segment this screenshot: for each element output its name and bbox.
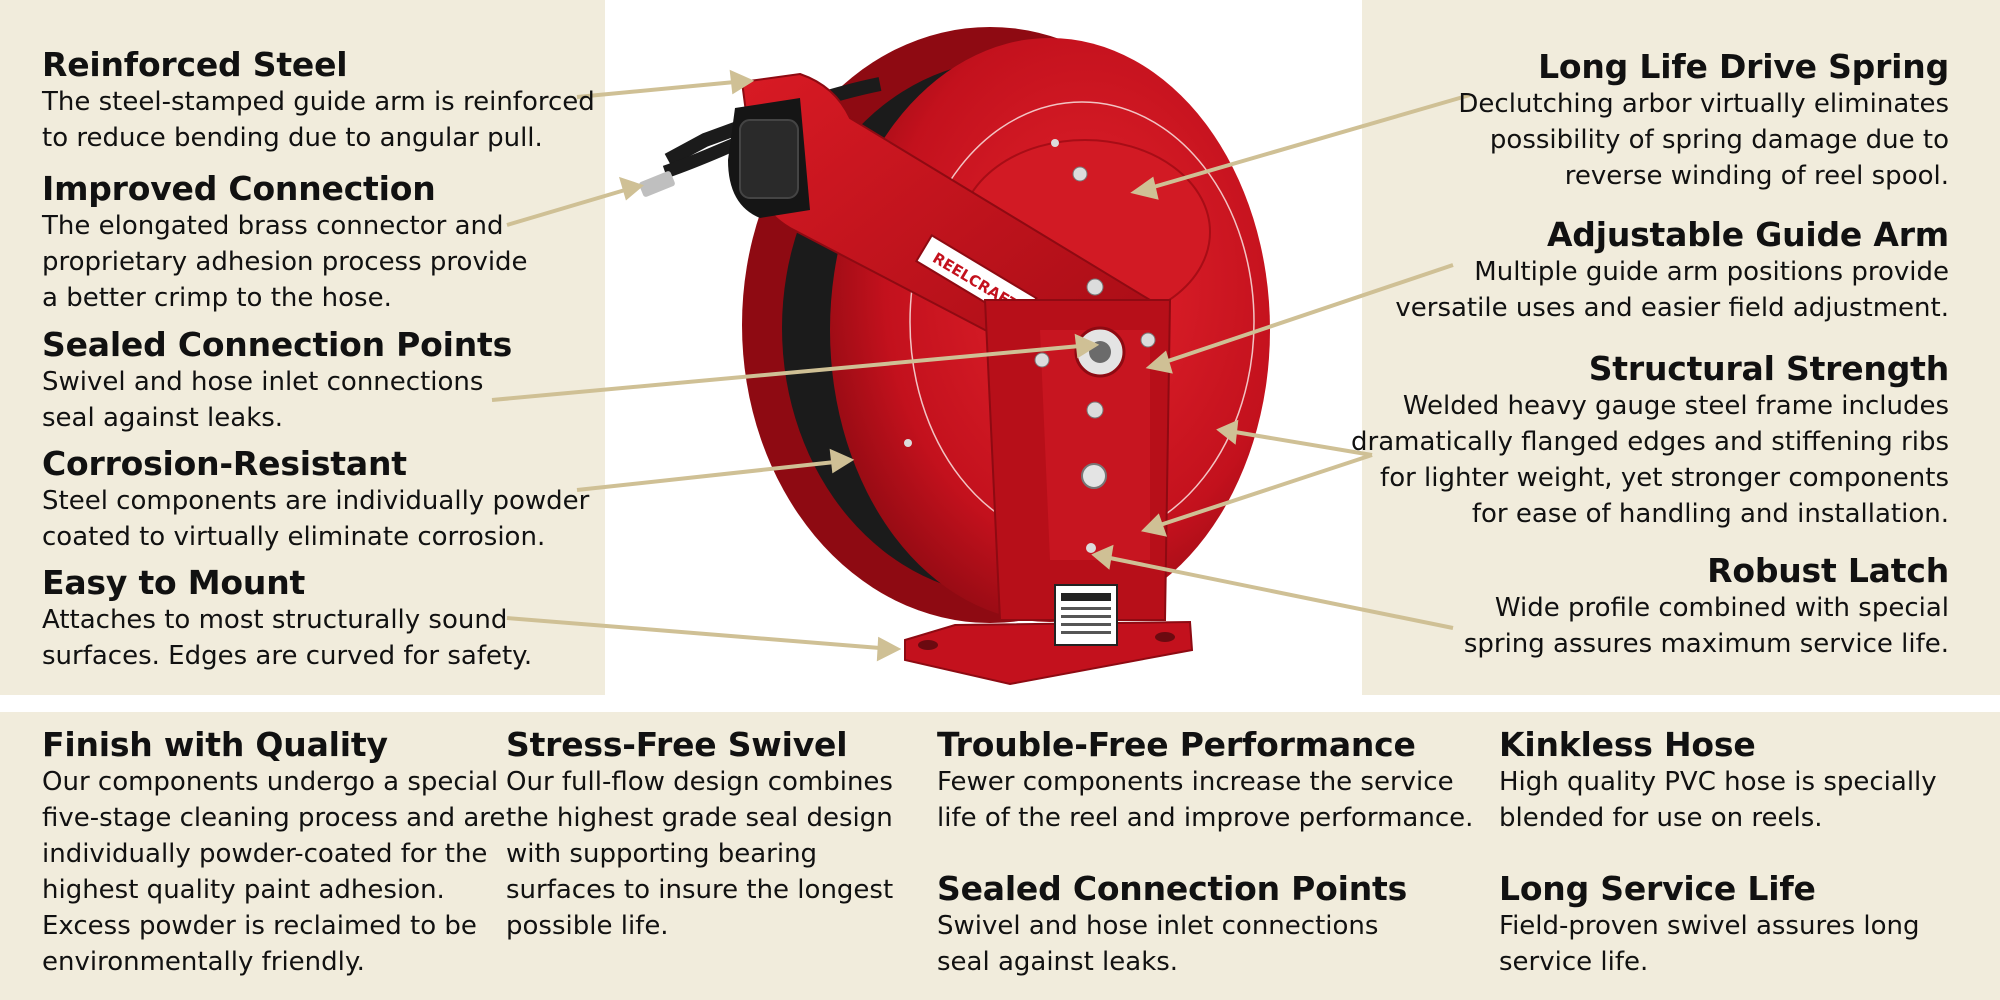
feature-line: highest quality paint adhesion. — [42, 875, 445, 905]
feature-line: Field-proven swivel assures long — [1499, 911, 1920, 941]
callout-structural-strength-b — [1159, 453, 1373, 527]
feature-line: possible life. — [506, 911, 669, 941]
feature-kinkless-hose: Kinkless Hose High quality PVC hose is s… — [1499, 726, 1937, 836]
feature-line: environmentally friendly. — [42, 947, 365, 977]
feature-line: Steel components are individually powder — [42, 486, 590, 516]
feature-line: The steel-stamped guide arm is reinforce… — [42, 87, 595, 117]
feature-line: Our components undergo a special — [42, 767, 499, 797]
feature-line: Swivel and hose inlet connections — [937, 911, 1379, 941]
feature-line: Attaches to most structurally sound — [42, 605, 508, 635]
feature-line: reverse winding of reel spool. — [1564, 161, 1949, 191]
feature-line: individually powder-coated for the — [42, 839, 488, 869]
feature-line: a better crimp to the hose. — [42, 283, 392, 313]
feature-line: spring assures maximum service life. — [1463, 629, 1949, 659]
mounting-base — [904, 620, 1194, 686]
feature-line: for ease of handling and installation. — [1471, 499, 1949, 529]
feature-line: surfaces. Edges are curved for safety. — [42, 641, 533, 671]
feature-title: Stress-Free Swivel — [506, 725, 848, 764]
right-feature-panel — [1362, 0, 2000, 695]
feature-title: Trouble-Free Performance — [937, 725, 1416, 764]
feature-line: versatile uses and easier field adjustme… — [1395, 293, 1949, 323]
feature-long-life-drive-spring: Long Life Drive Spring Declutching arbor… — [1458, 48, 1949, 194]
feature-line: Excess powder is reclaimed to be — [42, 911, 477, 941]
feature-line: life of the reel and improve performance… — [937, 803, 1474, 833]
callout-sealed-connection — [491, 344, 1081, 402]
callout-robust-latch — [1109, 556, 1454, 630]
feature-sealed-connection-points-bottom: Sealed Connection Points Swivel and hose… — [937, 870, 1407, 980]
brass-connector — [639, 171, 675, 197]
feature-line: The elongated brass connector and — [42, 211, 504, 241]
latch-bolt — [1081, 463, 1107, 489]
feature-title: Sealed Connection Points — [42, 325, 513, 364]
feature-structural-strength: Structural Strength Welded heavy gauge s… — [1351, 350, 1949, 532]
feature-title: Reinforced Steel — [42, 45, 348, 84]
feature-line: coated to virtually eliminate corrosion. — [42, 522, 546, 552]
feature-title: Improved Connection — [42, 169, 436, 208]
callout-corrosion-resistant — [576, 460, 836, 492]
feature-title: Long Service Life — [1499, 869, 1816, 908]
feature-line: to reduce bending due to angular pull. — [42, 123, 543, 153]
feature-line: Swivel and hose inlet connections — [42, 367, 484, 397]
feature-title: Structural Strength — [1588, 349, 1949, 388]
feature-line: Multiple guide arm positions provide — [1474, 257, 1949, 287]
feature-line: the highest grade seal design — [506, 803, 893, 833]
feature-title: Robust Latch — [1707, 551, 1949, 590]
feature-line: seal against leaks. — [937, 947, 1179, 977]
feature-line: blended for use on reels. — [1499, 803, 1823, 833]
left-feature-panel — [0, 0, 605, 695]
feature-line: service life. — [1499, 947, 1649, 977]
feature-line: seal against leaks. — [42, 403, 284, 433]
feature-title: Adjustable Guide Arm — [1546, 215, 1949, 254]
feature-title: Corrosion-Resistant — [42, 444, 407, 483]
feature-line: for lighter weight, yet stronger compone… — [1380, 463, 1949, 493]
feature-title: Kinkless Hose — [1499, 725, 1756, 764]
feature-adjustable-guide-arm: Adjustable Guide Arm Multiple guide arm … — [1395, 216, 1949, 326]
feature-line: possibility of spring damage due to — [1489, 125, 1949, 155]
feature-line: proprietary adhesion process provide — [42, 247, 528, 277]
callout-easy-to-mount — [506, 616, 881, 650]
feature-line: with supporting bearing — [506, 839, 818, 869]
feature-long-service-life: Long Service Life Field-proven swivel as… — [1499, 870, 1920, 980]
feature-robust-latch: Robust Latch Wide profile combined with … — [1464, 552, 1949, 662]
callout-reinforced-steel — [576, 80, 736, 99]
feature-line: Our full-flow design combines — [506, 767, 893, 797]
feature-line: Declutching arbor virtually eliminates — [1458, 89, 1949, 119]
feature-finish-with-quality: Finish with Quality Our components under… — [42, 726, 505, 980]
feature-line: five-stage cleaning process and are — [42, 803, 506, 833]
feature-corrosion-resistant: Corrosion-Resistant Steel components are… — [42, 445, 589, 555]
feature-title: Long Life Drive Spring — [1538, 47, 1949, 86]
callout-drive-spring — [1149, 93, 1471, 190]
feature-line: Wide profile combined with special — [1494, 593, 1949, 623]
feature-line: dramatically flanged edges and stiffenin… — [1351, 427, 1949, 457]
callout-guide-arm — [1164, 263, 1454, 364]
feature-trouble-free-performance: Trouble-Free Performance Fewer component… — [937, 726, 1473, 836]
feature-line: surfaces to insure the longest — [506, 875, 894, 905]
feature-line: Fewer components increase the service — [937, 767, 1454, 797]
feature-stress-free-swivel: Stress-Free Swivel Our full-flow design … — [506, 726, 893, 944]
feature-title: Sealed Connection Points — [937, 869, 1408, 908]
feature-line: Welded heavy gauge steel frame includes — [1402, 391, 1949, 421]
feature-improved-connection: Improved Connection The elongated brass … — [42, 170, 528, 316]
callout-structural-strength-a — [1234, 430, 1373, 457]
feature-title: Easy to Mount — [42, 563, 306, 602]
feature-title: Finish with Quality — [42, 725, 388, 764]
feature-line: High quality PVC hose is specially — [1499, 767, 1937, 797]
bottom-feature-panel — [0, 712, 2000, 1000]
feature-sealed-connection-points: Sealed Connection Points Swivel and hose… — [42, 326, 512, 436]
callout-improved-connection — [506, 188, 626, 227]
feature-easy-to-mount: Easy to Mount Attaches to most structura… — [42, 564, 532, 674]
feature-reinforced-steel: Reinforced Steel The steel-stamped guide… — [42, 46, 595, 156]
